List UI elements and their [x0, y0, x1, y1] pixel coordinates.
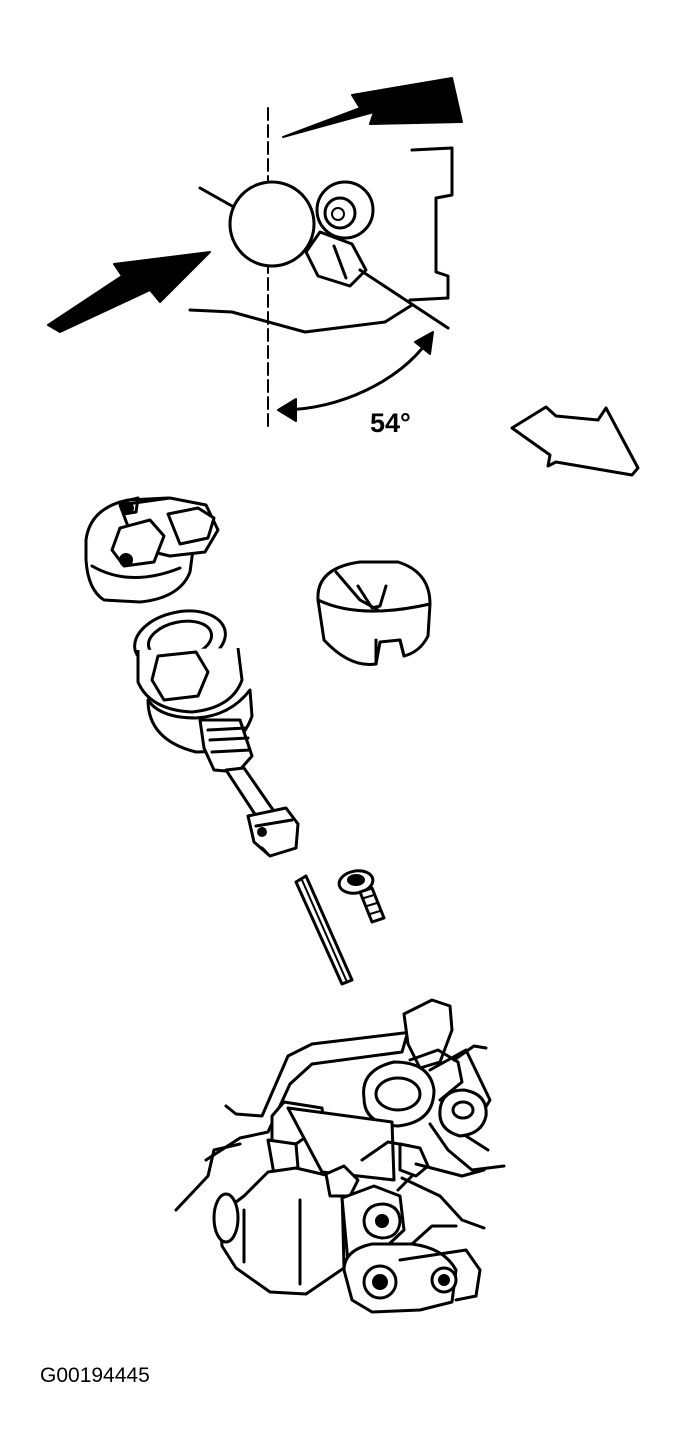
- boss-hole: [331, 207, 345, 221]
- rotor-alignment-detail: 54°: [47, 77, 463, 438]
- shaft-circle: [228, 180, 316, 268]
- housing-outline: [408, 146, 454, 302]
- rotor-direction-line: [358, 268, 450, 330]
- pointer-arrow-icon: [47, 251, 211, 333]
- nut-flat: [332, 244, 348, 280]
- figure-id: G00194445: [40, 1364, 150, 1387]
- boss-inner-ring: [323, 196, 357, 230]
- engine-block: [174, 998, 506, 1314]
- hex-nut: [304, 230, 368, 288]
- hold-down-bolt: [337, 869, 386, 924]
- base-contour: [188, 303, 414, 334]
- rotor-cap: [84, 496, 220, 604]
- distributor-shaft-assembly: [133, 609, 300, 858]
- drive-coupling-sleeve: [316, 560, 432, 666]
- angle-arc-arrow-icon: [277, 331, 434, 422]
- pointer-arrow-icon: [282, 77, 463, 138]
- angle-label: 54°: [370, 408, 411, 438]
- drive-pin: [294, 874, 354, 986]
- orientation-arrow-icon: [510, 405, 640, 477]
- shaft-axis-line: [198, 186, 234, 208]
